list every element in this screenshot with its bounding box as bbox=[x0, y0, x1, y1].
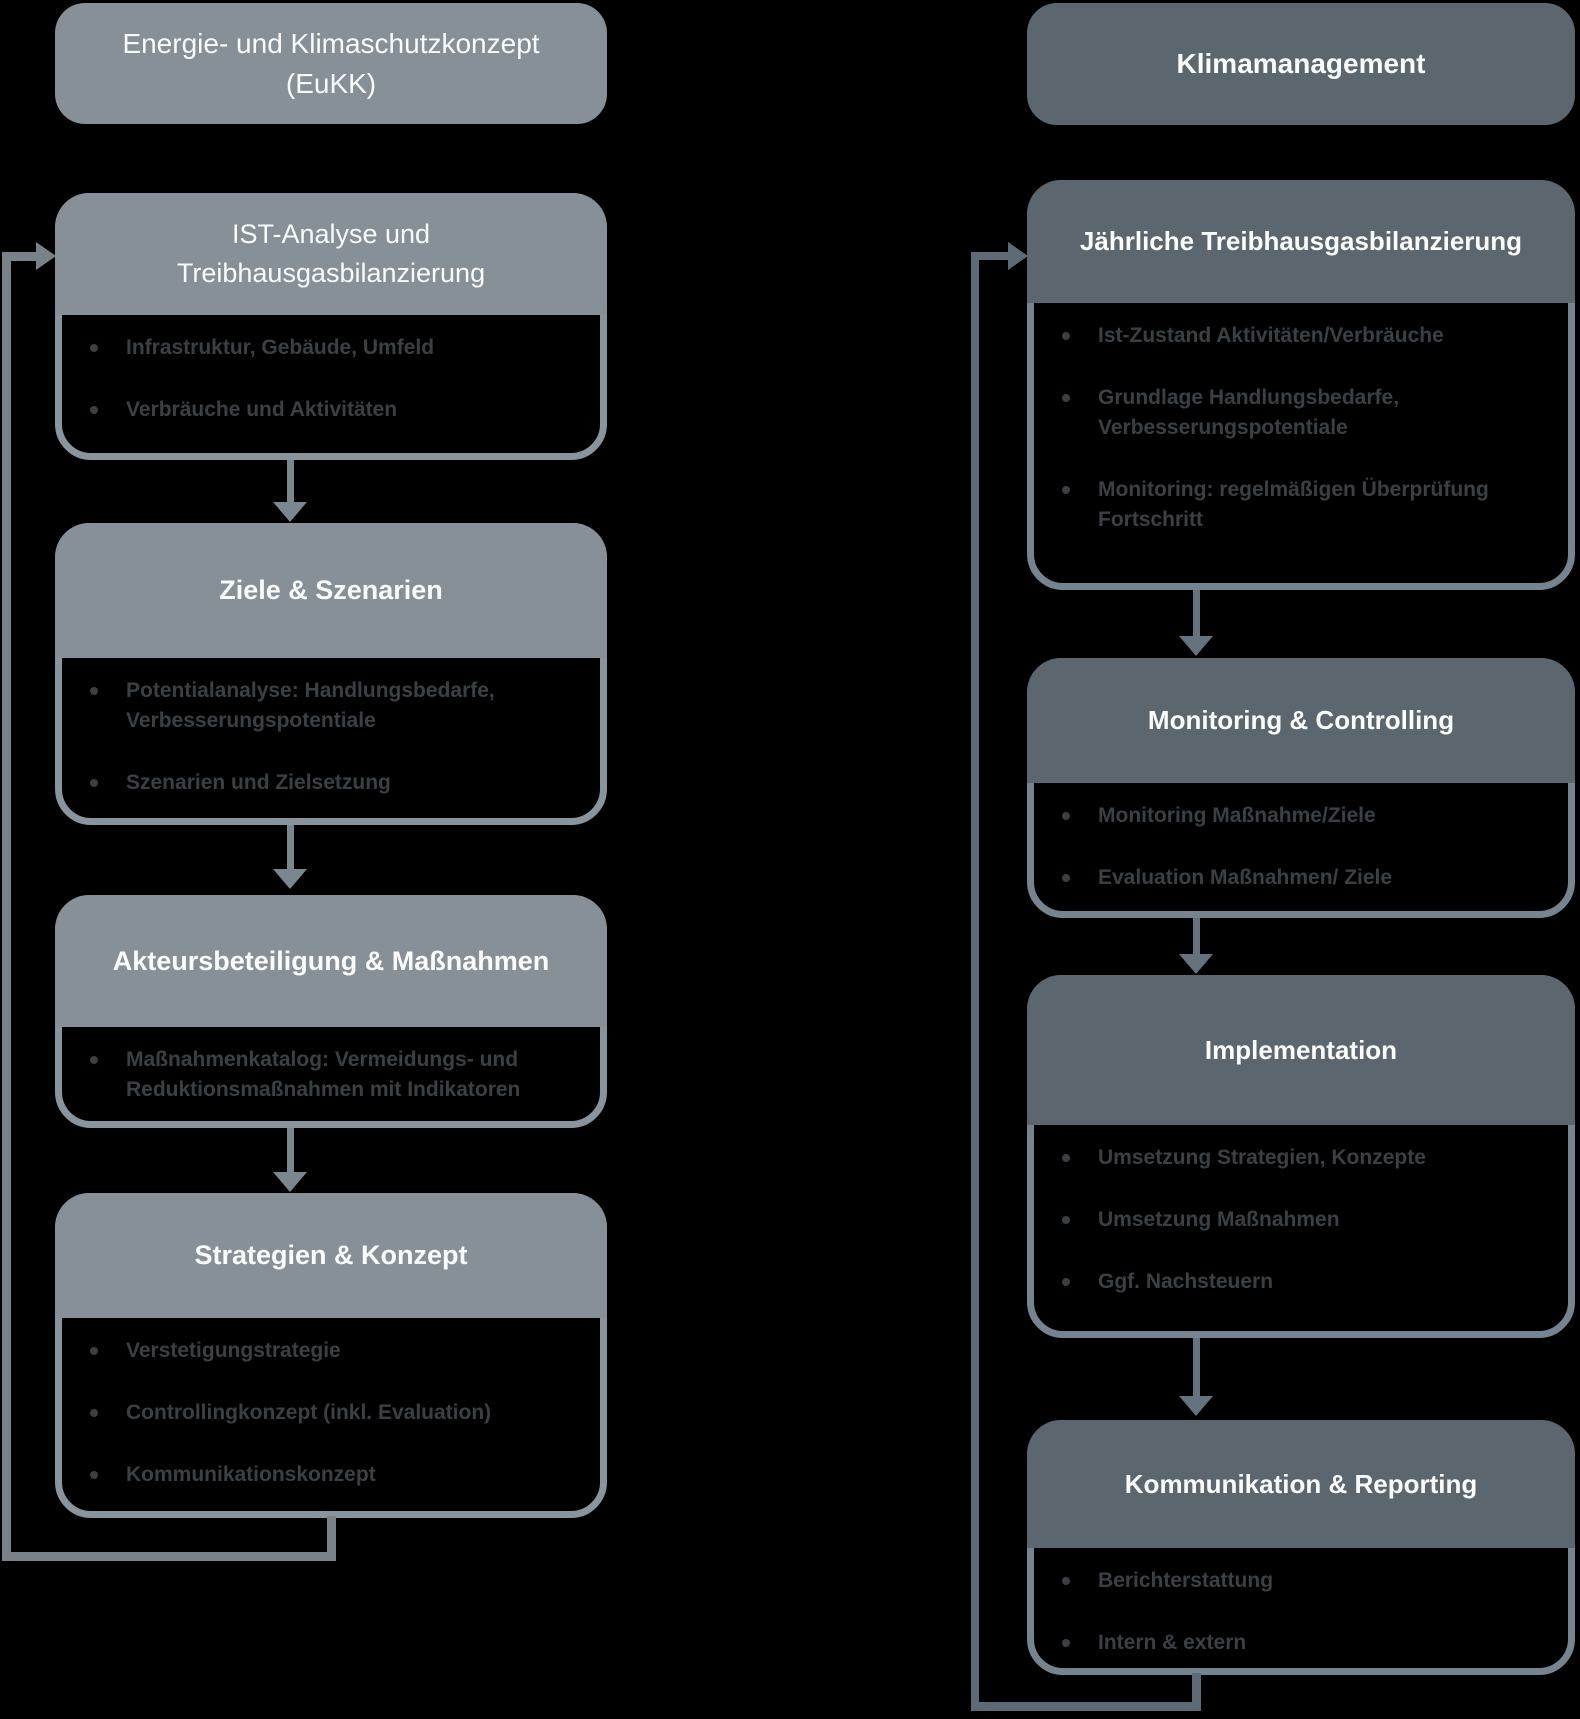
box-kommunikation-reporting-title: Kommunikation & Reporting bbox=[1124, 1468, 1478, 1499]
left-column-header-title: Energie- und Klimaschutzkonzept (EuKK) bbox=[122, 27, 540, 99]
flow-arrow-left-2-head bbox=[273, 869, 307, 889]
box-jaehrliche-thg-title: Jährliche Treibhausgasbilanzierung bbox=[1079, 226, 1523, 256]
left-loop-vertical bbox=[2, 252, 11, 1561]
box-monitoring-controlling-body: Monitoring Maßnahme/Ziele Evaluation Maß… bbox=[1034, 783, 1568, 893]
flow-arrow-left-1-head bbox=[273, 502, 307, 522]
box-akteursbeteiligung-body: Maßnahmenkatalog: Vermeidungs- und Reduk… bbox=[62, 1027, 600, 1105]
box-ist-analyse-header: IST-Analyse und Treibhausgasbilanzierung bbox=[55, 193, 607, 315]
right-column-header-box: Klimamanagement bbox=[1027, 3, 1575, 125]
box-kommunikation-reporting-body: Berichterstattung Intern & extern bbox=[1034, 1548, 1568, 1658]
box-jaehrliche-thg: Jährliche Treibhausgasbilanzierung Ist-Z… bbox=[1027, 180, 1575, 590]
right-loop-stub bbox=[1192, 1673, 1201, 1711]
box-strategien-konzept-body: Verstetigungstrategie Controllingkonzept… bbox=[62, 1318, 600, 1490]
left-loop-arrow-head bbox=[36, 242, 56, 270]
left-column-header-box: Energie- und Klimaschutzkonzept (EuKK) bbox=[55, 3, 607, 124]
left-loop-bottom bbox=[2, 1552, 336, 1561]
box-monitoring-controlling-title: Monitoring & Controlling bbox=[1147, 705, 1455, 735]
flow-arrow-left-2-shaft bbox=[287, 825, 294, 869]
flow-arrow-right-3-head bbox=[1179, 1396, 1213, 1416]
bullet-item: Controllingkonzept (inkl. Evaluation) bbox=[90, 1398, 580, 1428]
box-akteursbeteiligung-header: Akteursbeteiligung & Maßnahmen bbox=[55, 895, 607, 1027]
bullet-item: Ggf. Nachsteuern bbox=[1062, 1267, 1556, 1297]
flow-arrow-right-2-head bbox=[1179, 954, 1213, 974]
box-ziele-szenarien-title: Ziele & Szenarien bbox=[219, 575, 443, 605]
flow-arrow-right-1-shaft bbox=[1193, 590, 1200, 638]
flow-arrow-left-3-shaft bbox=[287, 1128, 294, 1174]
box-implementation-body: Umsetzung Strategien, Konzepte Umsetzung… bbox=[1034, 1125, 1568, 1297]
box-ziele-szenarien-header: Ziele & Szenarien bbox=[55, 523, 607, 658]
box-ist-analyse-body: Infrastruktur, Gebäude, Umfeld Verbräuch… bbox=[62, 315, 600, 425]
bullet-item: Berichterstattung bbox=[1062, 1566, 1556, 1596]
flow-arrow-left-1-shaft bbox=[287, 460, 294, 506]
bullet-item: Evaluation Maßnahmen/ Ziele bbox=[1062, 863, 1556, 893]
box-ziele-szenarien-body: Potentialanalyse: Handlungsbedarfe, Verb… bbox=[62, 658, 600, 798]
box-monitoring-controlling: Monitoring & Controlling Monitoring Maßn… bbox=[1027, 658, 1575, 918]
box-strategien-konzept: Strategien & Konzept Verstetigungstrateg… bbox=[55, 1193, 607, 1518]
box-akteursbeteiligung-title: Akteursbeteiligung & Maßnahmen bbox=[112, 945, 550, 976]
left-loop-stub bbox=[327, 1516, 336, 1561]
box-jaehrliche-thg-header: Jährliche Treibhausgasbilanzierung bbox=[1027, 180, 1575, 303]
right-loop-arrow-head bbox=[1008, 242, 1028, 270]
box-implementation-title: Implementation bbox=[1204, 1034, 1398, 1065]
flow-arrow-right-1-head bbox=[1179, 636, 1213, 656]
bullet-item: Umsetzung Maßnahmen bbox=[1062, 1205, 1556, 1235]
flow-arrow-right-3-shaft bbox=[1193, 1338, 1200, 1398]
box-ziele-szenarien: Ziele & Szenarien Potentialanalyse: Hand… bbox=[55, 523, 607, 825]
box-ist-analyse-title: IST-Analyse und Treibhausgasbilanzierung bbox=[176, 219, 486, 288]
right-loop-vertical bbox=[971, 252, 979, 1711]
box-implementation: Implementation Umsetzung Strategien, Kon… bbox=[1027, 975, 1575, 1338]
left-loop-top bbox=[2, 252, 38, 261]
right-column-header-title: Klimamanagement bbox=[1176, 48, 1426, 79]
bullet-item: Intern & extern bbox=[1062, 1628, 1556, 1658]
bullet-item: Grundlage Handlungsbedarfe, Verbesserung… bbox=[1062, 383, 1556, 443]
box-akteursbeteiligung: Akteursbeteiligung & Maßnahmen Maßnahmen… bbox=[55, 895, 607, 1128]
box-monitoring-controlling-header: Monitoring & Controlling bbox=[1027, 658, 1575, 783]
bullet-item: Potentialanalyse: Handlungsbedarfe, Verb… bbox=[90, 676, 580, 736]
box-strategien-konzept-header: Strategien & Konzept bbox=[55, 1193, 607, 1318]
right-loop-bottom bbox=[971, 1702, 1201, 1711]
right-loop-top bbox=[971, 252, 1009, 260]
bullet-item: Verstetigungstrategie bbox=[90, 1336, 580, 1366]
box-implementation-header: Implementation bbox=[1027, 975, 1575, 1125]
bullet-item: Kommunikationskonzept bbox=[90, 1460, 580, 1490]
bullet-item: Verbräuche und Aktivitäten bbox=[90, 395, 580, 425]
bullet-item: Maßnahmenkatalog: Vermeidungs- und Reduk… bbox=[90, 1045, 580, 1105]
bullet-item: Ist-Zustand Aktivitäten/Verbräuche bbox=[1062, 321, 1556, 351]
box-strategien-konzept-title: Strategien & Konzept bbox=[194, 1240, 468, 1270]
box-kommunikation-reporting: Kommunikation & Reporting Berichterstatt… bbox=[1027, 1420, 1575, 1675]
flow-arrow-right-2-shaft bbox=[1193, 918, 1200, 956]
bullet-item: Monitoring Maßnahme/Ziele bbox=[1062, 801, 1556, 831]
box-kommunikation-reporting-header: Kommunikation & Reporting bbox=[1027, 1420, 1575, 1548]
bullet-item: Infrastruktur, Gebäude, Umfeld bbox=[90, 333, 580, 363]
box-jaehrliche-thg-body: Ist-Zustand Aktivitäten/Verbräuche Grund… bbox=[1034, 303, 1568, 535]
flow-arrow-left-3-head bbox=[273, 1172, 307, 1192]
bullet-item: Monitoring: regelmäßigen Überprüfung For… bbox=[1062, 475, 1556, 535]
bullet-item: Szenarien und Zielsetzung bbox=[90, 768, 580, 798]
box-ist-analyse: IST-Analyse und Treibhausgasbilanzierung… bbox=[55, 193, 607, 460]
bullet-item: Umsetzung Strategien, Konzepte bbox=[1062, 1143, 1556, 1173]
